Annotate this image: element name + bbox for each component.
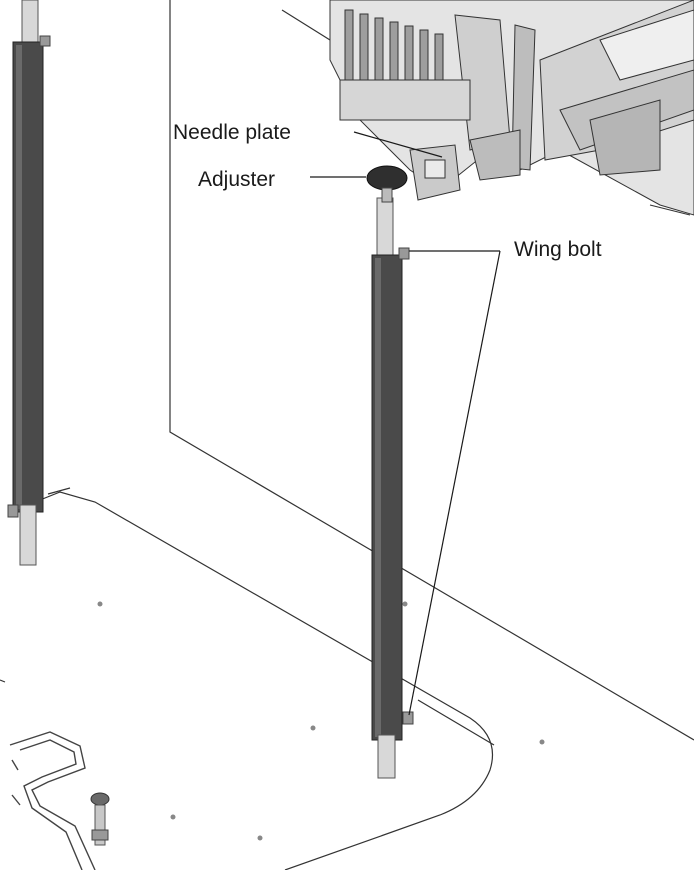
base-plate: [0, 487, 495, 870]
machine-head: [329, 0, 694, 216]
bottom-left-bracket: [9, 731, 96, 870]
needle-plate-label: Needle plate: [173, 121, 291, 144]
wing-bolt-leader-bottom: [408, 250, 501, 716]
adjuster-label: Adjuster: [198, 168, 276, 191]
adjuster-knob: [366, 165, 408, 203]
leader-lines: [310, 131, 501, 716]
small-knob: [90, 792, 110, 846]
center-pole: [371, 197, 414, 779]
back-panel: [169, 0, 694, 741]
wing-bolt-label: Wing bolt: [514, 238, 602, 261]
needle-plate-leader: [353, 131, 443, 158]
left-pole: [7, 0, 51, 566]
